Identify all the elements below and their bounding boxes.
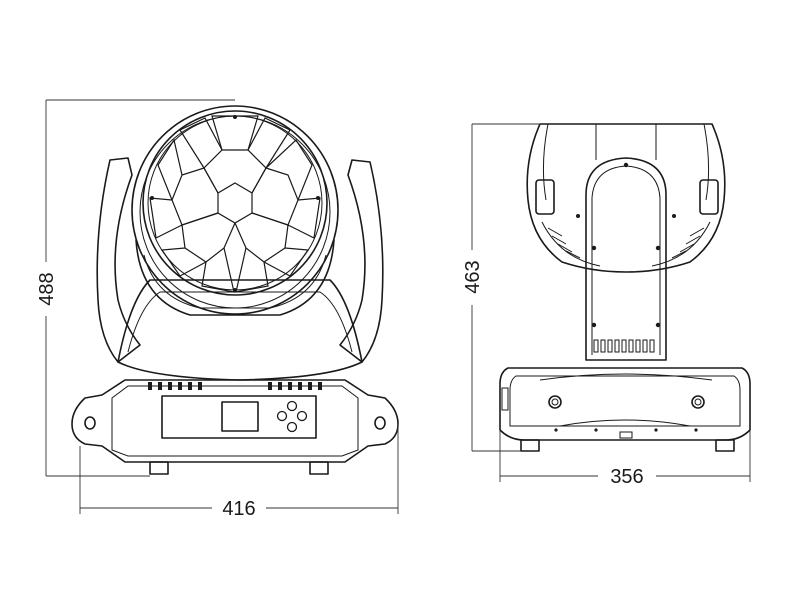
control-panel <box>161 395 317 439</box>
side-yoke-arm <box>585 157 667 361</box>
front-lens-array <box>149 115 321 293</box>
side-foot-left <box>520 439 540 452</box>
side-height-label: 463 <box>462 260 484 293</box>
panel-button-down <box>286 421 298 433</box>
side-head <box>526 123 726 273</box>
side-base <box>499 367 751 452</box>
side-head-fins <box>547 227 705 259</box>
front-yoke <box>96 157 384 381</box>
front-base-fins <box>148 382 322 390</box>
side-view <box>499 123 751 452</box>
side-foot-right <box>715 439 735 452</box>
side-width-label: 356 <box>610 466 643 488</box>
panel-button-right <box>296 410 308 422</box>
front-head <box>131 105 339 316</box>
front-foot-left <box>149 461 169 475</box>
front-width-label: 416 <box>222 498 255 520</box>
dimension-side-width: 356 <box>499 430 751 488</box>
front-foot-right <box>309 461 329 475</box>
dimension-front-height: 488 <box>36 99 235 477</box>
dimension-front-width: 416 <box>79 424 399 520</box>
display-screen <box>221 401 259 432</box>
panel-button-left <box>276 410 288 422</box>
front-view <box>71 105 399 475</box>
front-base <box>71 379 399 475</box>
panel-button-up <box>286 400 298 412</box>
front-height-label: 488 <box>36 272 58 305</box>
dimension-side-height: 463 <box>462 123 540 452</box>
side-arm-vents <box>593 339 655 353</box>
